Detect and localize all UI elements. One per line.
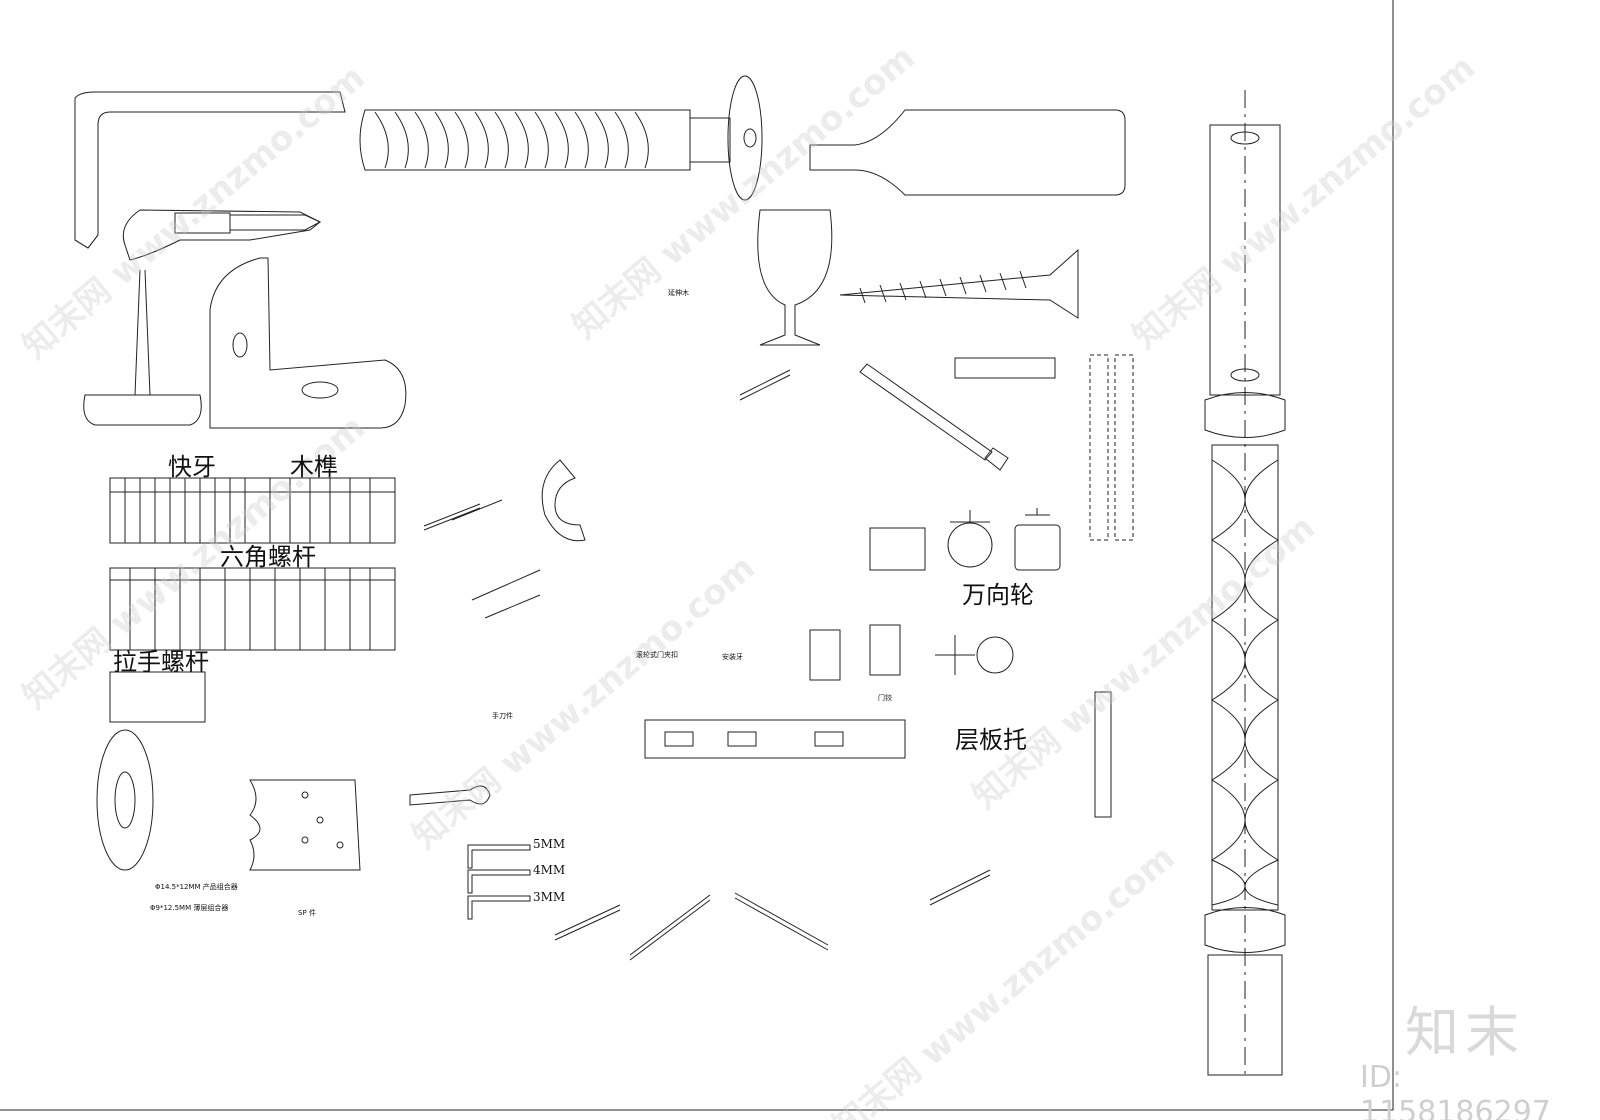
label-anzhuangya: 安装牙: [722, 653, 743, 661]
label-liujiao: 六角螺杆: [220, 543, 316, 571]
shelf-support-icon: [935, 635, 1014, 675]
drawer-slide-icon: [423, 369, 991, 961]
allen-keys-icon: [467, 844, 531, 920]
angle-bracket-icon: [209, 257, 407, 429]
wine-glass-icon: [757, 209, 833, 346]
label-cengbantuo: 层板托: [955, 726, 1027, 754]
label-wanxianglun: 万向轮: [962, 581, 1034, 609]
label-lashou: 拉手螺杆: [113, 648, 209, 676]
washer-icon: [96, 729, 154, 871]
label-combo2: Φ9*12.5MM 薄层组合器: [150, 904, 229, 912]
watermark-logo: 知末: [1405, 1001, 1525, 1064]
threaded-bolt-icon: [359, 75, 763, 201]
vertical-strip-icon: [1089, 354, 1134, 818]
slotted-bracket-icon: [644, 719, 906, 759]
label-menjiao: 门铰: [878, 694, 892, 702]
wrench-icon: [409, 785, 491, 806]
turned-column-icon: [1204, 90, 1286, 1080]
threaded-rod-icon: [859, 363, 1009, 471]
watermark-id: ID: 1158186297: [1360, 1060, 1551, 1120]
label-gunlun: 滚轮式门夹扣: [636, 651, 678, 659]
label-musun: 木榫: [290, 453, 338, 481]
label-yanshen: 延伸木: [668, 289, 689, 297]
wood-screw-icon: [839, 248, 1079, 319]
label-3mm: 3MM: [533, 890, 566, 904]
utility-knife-icon: [122, 209, 322, 261]
hinge-plate-icon: [809, 357, 1056, 681]
label-combo1: Φ14.5*12MM 产品组合器: [155, 883, 238, 891]
screw-table-2: [109, 567, 396, 651]
label-sp: SP 件: [298, 909, 316, 917]
nail-icon: [83, 269, 202, 426]
caster-wheel-icon: [947, 508, 1061, 571]
hex-key-icon: [74, 91, 346, 249]
screw-table-1: [109, 477, 396, 544]
split-ring-icon: [541, 459, 586, 542]
bottle-icon: [809, 109, 1126, 196]
label-kuaiya: 快牙: [168, 453, 216, 481]
label-4mm: 4MM: [533, 863, 566, 877]
label-xiaoshou: 手刀件: [492, 712, 513, 720]
screw-table-3: [109, 671, 206, 723]
label-5mm: 5MM: [533, 837, 566, 851]
mounting-plate-icon: [249, 779, 361, 871]
